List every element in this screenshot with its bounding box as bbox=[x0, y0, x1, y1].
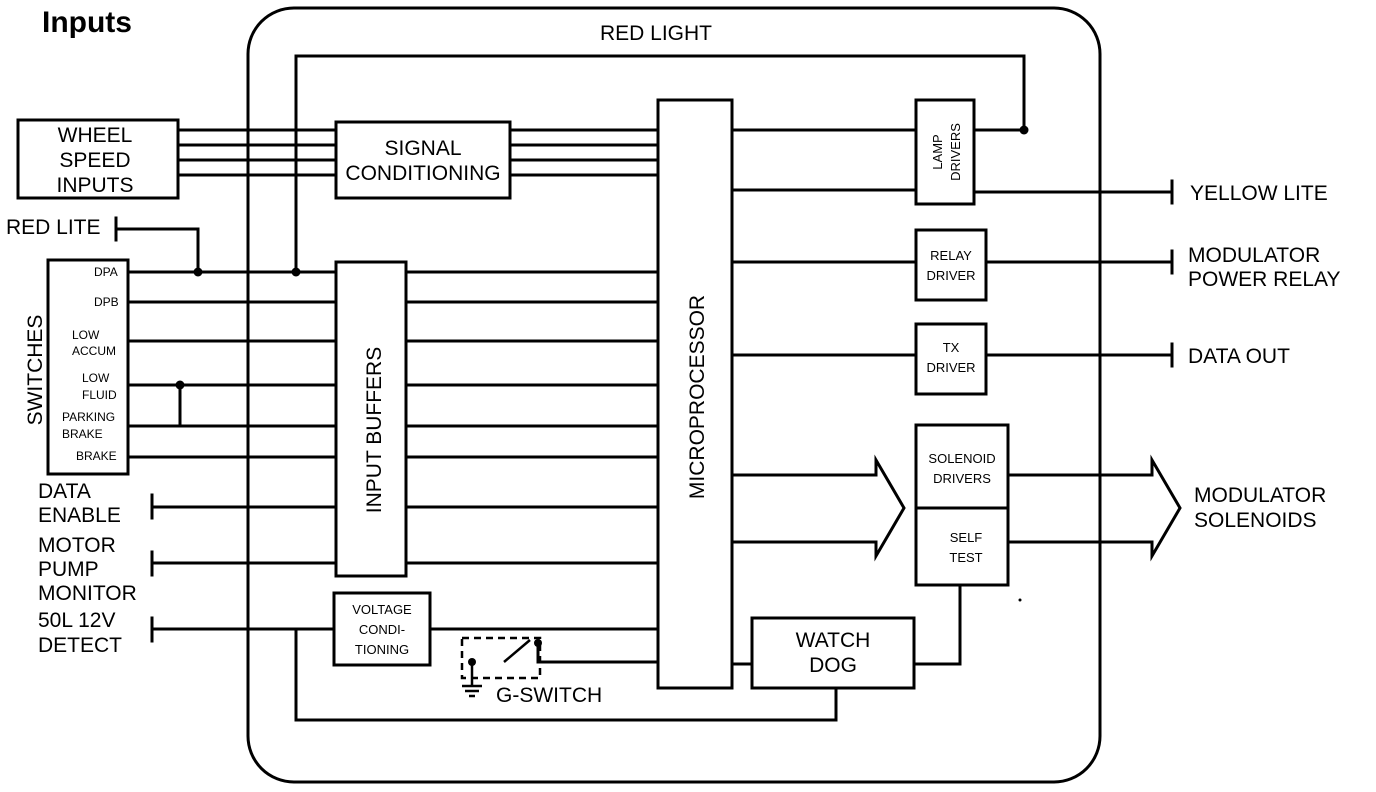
modulator-solenoids-bus-arrow bbox=[1006, 454, 1182, 562]
voltage-cond-line-1: VOLTAGE bbox=[352, 602, 412, 617]
red-light-label: RED LIGHT bbox=[600, 22, 712, 45]
switch-parking-brake-line-2: BRAKE bbox=[62, 427, 103, 441]
detect-line-2: DETECT bbox=[38, 634, 122, 657]
modulator-solenoids-line-2: SOLENOIDS bbox=[1194, 509, 1317, 532]
watch-dog-line-1: WATCH bbox=[796, 629, 871, 652]
g-switch-contact bbox=[503, 639, 531, 663]
switches-box bbox=[46, 258, 130, 476]
wheel-speed-inputs-box bbox=[16, 118, 180, 200]
switch-dpb-label: DPB bbox=[94, 295, 119, 309]
data-enable-line-2: ENABLE bbox=[38, 504, 121, 527]
signal-conditioning-box bbox=[334, 120, 512, 200]
signal-conditioning-line-1: SIGNAL bbox=[384, 137, 461, 160]
solenoid-drivers-line-2: DRIVERS bbox=[933, 471, 991, 486]
g-switch-box bbox=[460, 636, 542, 680]
speck bbox=[1018, 598, 1022, 602]
solenoid-drivers-line-1: SOLENOID bbox=[928, 451, 995, 466]
wheel-speed-line-1: WHEEL bbox=[58, 124, 133, 147]
red-lite-label: RED LITE bbox=[6, 216, 101, 239]
ground-icon bbox=[462, 684, 482, 698]
page-title: Inputs bbox=[42, 6, 132, 39]
junction-lamp-red-light bbox=[1019, 125, 1029, 135]
switch-low-fluid-line-1: LOW bbox=[82, 371, 110, 385]
microprocessor-box bbox=[656, 98, 734, 690]
signal-conditioning-line-2: CONDITIONING bbox=[345, 162, 500, 185]
signal-conditioning-wires bbox=[508, 128, 660, 177]
relay-driver-line-2: DRIVER bbox=[926, 268, 975, 283]
motor-pump-line-3: MONITOR bbox=[38, 582, 137, 605]
voltage-conditioning-box bbox=[332, 591, 432, 667]
input-buffers-box bbox=[334, 260, 408, 578]
lamp-drivers-box bbox=[914, 98, 976, 206]
data-out-label: DATA OUT bbox=[1188, 345, 1290, 368]
junction-red-lite bbox=[193, 267, 203, 277]
red-light-wire bbox=[294, 54, 1026, 274]
switch-low-accum-line-1: LOW bbox=[72, 328, 100, 342]
micro-to-solenoid-bus-arrow bbox=[730, 454, 906, 562]
watchdog-loop-wire bbox=[294, 627, 838, 722]
switch-low-accum-line-2: ACCUM bbox=[72, 344, 116, 358]
switch-dpa-label: DPA bbox=[94, 265, 118, 279]
self-test-line-1: SELF bbox=[950, 530, 983, 545]
voltage-cond-line-2: CONDI- bbox=[359, 622, 405, 637]
switches-label: SWITCHES bbox=[24, 315, 47, 426]
tx-driver-line-2: DRIVER bbox=[926, 360, 975, 375]
motor-pump-line-2: PUMP bbox=[38, 558, 99, 581]
wheel-speed-line-3: INPUTS bbox=[56, 174, 133, 197]
junction-red-light-loop bbox=[291, 267, 301, 277]
red-lite-wire bbox=[114, 227, 200, 274]
input-buffers-label: INPUT BUFFERS bbox=[363, 347, 386, 513]
g-switch-label: G-SWITCH bbox=[496, 684, 602, 707]
module-enclosure bbox=[246, 6, 1102, 784]
data-enable-line-1: DATA bbox=[38, 480, 91, 503]
switch-parking-brake-line-1: PARKING bbox=[62, 410, 115, 424]
switch-brake-label: BRAKE bbox=[76, 449, 117, 463]
motor-pump-line-1: MOTOR bbox=[38, 534, 116, 557]
wheel-speed-line-2: SPEED bbox=[59, 149, 130, 172]
yellow-lite-label: YELLOW LITE bbox=[1190, 182, 1328, 205]
watchdog-to-self-test-wire bbox=[912, 583, 962, 666]
tx-driver-box bbox=[914, 322, 988, 396]
voltage-cond-line-3: TIONING bbox=[355, 642, 409, 657]
lamp-drivers-line-1: LAMP bbox=[930, 134, 945, 169]
g-switch-wire bbox=[536, 641, 660, 664]
detect-line-1: 50L 12V bbox=[38, 609, 115, 632]
tx-driver-line-1: TX bbox=[943, 340, 960, 355]
watch-dog-box bbox=[750, 616, 916, 690]
junction-fluid-parking bbox=[175, 380, 185, 390]
microprocessor-label: MICROPROCESSOR bbox=[686, 295, 709, 499]
switch-low-fluid-line-2: FLUID bbox=[82, 388, 117, 402]
modulator-power-relay-line-1: MODULATOR bbox=[1188, 244, 1320, 267]
lamp-drivers-line-2: DRIVERS bbox=[948, 123, 963, 181]
modulator-power-relay-line-2: POWER RELAY bbox=[1188, 268, 1340, 291]
self-test-line-2: TEST bbox=[949, 550, 982, 565]
relay-driver-line-1: RELAY bbox=[930, 248, 972, 263]
modulator-solenoids-line-1: MODULATOR bbox=[1194, 484, 1326, 507]
input-buffer-wires bbox=[404, 270, 660, 565]
wheel-speed-wires bbox=[176, 128, 338, 177]
solenoid-drivers-box bbox=[914, 423, 1010, 587]
relay-driver-box bbox=[914, 228, 988, 302]
watch-dog-line-2: DOG bbox=[809, 654, 857, 677]
switch-wires bbox=[126, 270, 338, 459]
